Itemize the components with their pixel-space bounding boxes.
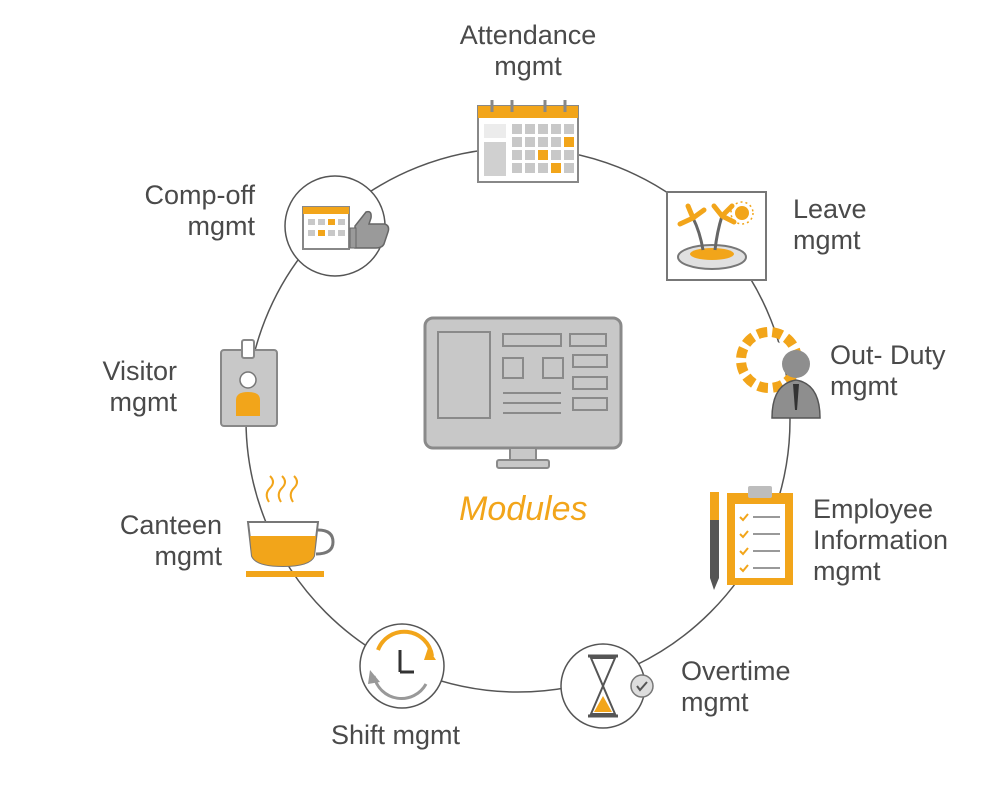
module-label-line: Comp-off xyxy=(144,180,255,210)
module-label-overtime: Overtime mgmt xyxy=(681,656,791,718)
badge-icon xyxy=(220,339,278,427)
monitor-icon xyxy=(423,316,623,469)
module-label-leave: Leave mgmt xyxy=(793,194,867,256)
gear-person-icon xyxy=(736,327,821,419)
island-icon xyxy=(666,191,767,281)
module-label-line: mgmt xyxy=(830,371,898,401)
module-label-line: Out- Duty xyxy=(830,340,946,370)
module-label-line: mgmt xyxy=(793,225,861,255)
module-label-line: mgmt xyxy=(187,211,256,241)
module-label-line: mgmt xyxy=(109,387,178,417)
clock-icon xyxy=(359,623,445,709)
module-label-line: Leave xyxy=(793,194,867,224)
module-label-employee-info: Employee Information mgmt xyxy=(813,494,948,587)
module-label-shift: Shift mgmt xyxy=(331,720,460,751)
clipboard-icon xyxy=(710,486,793,590)
module-label-line: mgmt xyxy=(494,51,562,81)
hourglass-icon xyxy=(560,643,654,729)
module-label-attendance: Attendance mgmt xyxy=(456,20,600,82)
cup-icon xyxy=(246,475,335,577)
module-label-line: Information xyxy=(813,525,949,555)
module-label-line: mgmt xyxy=(681,687,749,717)
module-label-canteen: Canteen mgmt xyxy=(118,510,222,572)
module-label-line: Canteen xyxy=(119,510,222,540)
modules-title: Modules xyxy=(459,490,588,528)
calendar-thumb-icon xyxy=(284,175,390,277)
module-label-line: Shift mgmt xyxy=(331,720,461,750)
module-label-line: Visitor xyxy=(102,356,177,386)
module-label-line: Employee xyxy=(813,494,934,524)
module-label-line: Overtime xyxy=(681,656,791,686)
module-label-line: mgmt xyxy=(813,556,881,586)
calendar-icon xyxy=(477,100,579,183)
module-label-comp-off: Comp-off mgmt xyxy=(137,180,255,242)
module-label-line: Attendance xyxy=(459,20,597,50)
module-label-out-duty: Out- Duty mgmt xyxy=(830,340,946,402)
module-label-visitor: Visitor mgmt xyxy=(93,356,177,418)
module-label-line: mgmt xyxy=(154,541,223,571)
